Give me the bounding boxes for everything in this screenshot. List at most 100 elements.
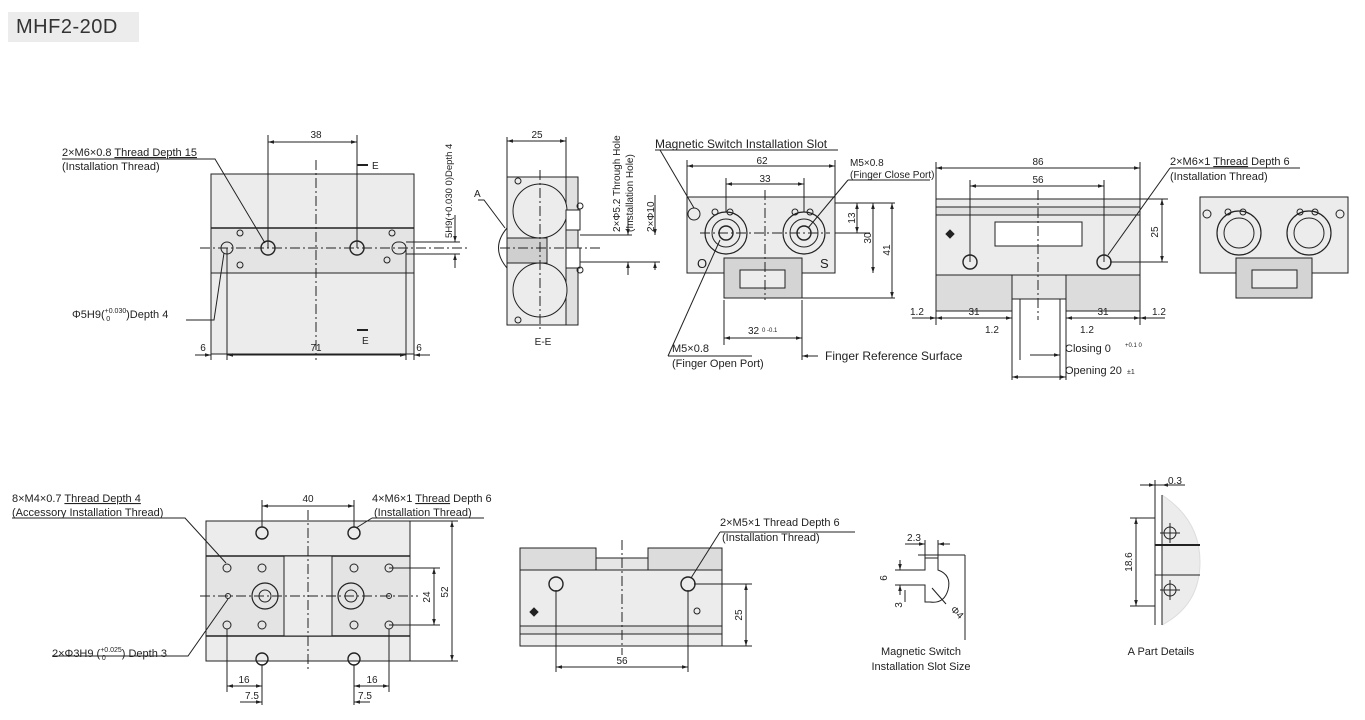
bottom-m6-note-d: (Installation Thread): [374, 507, 472, 519]
bottom-m4-note: 8×M4×0.7 Thread Depth 4: [12, 493, 141, 505]
part-a-caption: A Part Details: [1128, 646, 1195, 658]
dim-56-lower: 56: [616, 656, 628, 667]
dim-25-section: 25: [531, 130, 543, 141]
top-thread-note-1: 2×M6×0.8 Thread Depth 15: [62, 147, 197, 159]
part-a-detail: [1130, 480, 1201, 626]
top-phi-note-d: )Depth 4: [126, 309, 168, 321]
side-view: [912, 162, 1300, 380]
detail-a-mark: A: [474, 189, 481, 200]
top-thread-note-2: (Installation Thread): [62, 161, 160, 173]
dim-24: 24: [422, 591, 433, 603]
dim-6-slot: 6: [879, 575, 890, 581]
slot-caption-a: Magnetic Switch: [881, 646, 961, 658]
dim-1-2-d: 1.2: [1152, 307, 1166, 318]
top-thread-note-1b: Thread Depth 15: [114, 147, 197, 159]
dim-52: 52: [440, 586, 451, 598]
slot-size-detail: [895, 540, 966, 640]
lower-m5-note-a: 2×M5×1 Thread Depth 6: [720, 517, 840, 529]
slot-caption-b: Installation Slot Size: [871, 661, 970, 673]
dim-1-2-b: 1.2: [985, 325, 999, 336]
dim-30: 30: [863, 232, 874, 244]
top-phi-note-c: 0: [106, 316, 110, 323]
side-m6-note-d: (Installation Thread): [1170, 171, 1268, 183]
dim-closing-tol: +0.1 0: [1125, 343, 1143, 349]
top-view-rail: [210, 227, 415, 274]
dim-16-a: 16: [238, 675, 250, 686]
dim-7-5-a: 7.5: [245, 691, 259, 702]
top-view: [62, 135, 470, 360]
lower-side-view-text: 56 25 2×M5×1 Thread Depth 6 (Installatio…: [616, 517, 839, 667]
bottom-phi-note-c: 0: [102, 655, 106, 662]
dim-closing: Closing 0: [1065, 343, 1111, 355]
dim-32: 32: [748, 326, 760, 337]
top-thread-note-1a: 2×M6×0.8: [62, 147, 114, 159]
section-mark-e-bottom: E: [362, 336, 369, 347]
front-view: [655, 149, 930, 360]
bottom-view: [12, 500, 484, 705]
dim-1-2-a: 1.2: [910, 307, 924, 318]
dim-7-5-b: 7.5: [358, 691, 372, 702]
top-view-text: 38 71 6 6 E E 5H9(+0.030 0)Depth 4 2×M6×…: [62, 130, 455, 354]
port-label-o: O: [697, 256, 707, 271]
dim-40: 40: [302, 494, 314, 505]
dim-16-b: 16: [366, 675, 378, 686]
bottom-phi-note-a: 2×Φ3H9 (: [52, 648, 101, 660]
bottom-m6-note-b: Thread: [415, 493, 450, 505]
dim-25-lower: 25: [734, 609, 745, 621]
dim-6-left: 6: [200, 343, 206, 354]
dim-18-6: 18.6: [1124, 552, 1135, 572]
model-title-text: MHF2-20D: [16, 15, 118, 38]
bottom-phi-note-d: ) Depth 3: [122, 648, 167, 660]
dim-1-2-c: 1.2: [1080, 325, 1094, 336]
dim-25-side: 25: [1150, 226, 1161, 238]
dim-13: 13: [847, 212, 858, 224]
dim-31-b: 31: [1097, 307, 1109, 318]
label-switch-slot: Magnetic Switch Installation Slot: [655, 137, 828, 151]
dim-opening: Opening 20: [1065, 365, 1122, 377]
slot-size-text: 2.3 6 3 Φ4 Magnetic Switch Installation …: [871, 533, 970, 673]
bottom-m4-note-c: (Accessory Installation Thread): [12, 507, 163, 519]
bottom-m4-note-b: Thread Depth 4: [64, 493, 140, 505]
bottom-view-text: 40 24 52 16 7.5 16 7.5 8×M4×0.7 Thread D…: [12, 493, 492, 702]
dim-41: 41: [882, 244, 893, 256]
section-view-text: 25 2×Φ5.2 Through Hole (Installation Hol…: [474, 130, 657, 348]
bottom-m6-note-c: Depth 6: [450, 493, 492, 505]
side-m6-note-b: Thread: [1213, 156, 1248, 168]
top-phi-note-b: +0.030: [105, 308, 127, 315]
dim-56-side: 56: [1032, 175, 1044, 186]
dim-opening-tol: ±1: [1127, 369, 1135, 376]
dim-installation-hole: (Installation Hole): [625, 154, 636, 232]
lower-m5-note-b: (Installation Thread): [722, 532, 820, 544]
bottom-m6-note: 4×M6×1 Thread Depth 6: [372, 493, 492, 505]
dim-31-a: 31: [968, 307, 980, 318]
bottom-m4-note-a: 8×M4×0.7: [12, 493, 64, 505]
label-m5-close-b: (Finger Close Port): [850, 170, 934, 181]
section-view: [478, 137, 660, 330]
front-view-text: Magnetic Switch Installation Slot M5×0.8…: [655, 137, 963, 370]
side-m6-note-a: 2×M6×1: [1170, 156, 1213, 168]
model-title: MHF2-20D: [8, 12, 139, 42]
side-m6-note: 2×M6×1 Thread Depth 6: [1170, 156, 1290, 168]
dim-62: 62: [756, 156, 768, 167]
section-mark-e-top: E: [372, 161, 379, 172]
label-m5-open-b: (Finger Open Port): [672, 358, 764, 370]
section-ee-label: E-E: [535, 337, 552, 348]
dim-through-hole: 2×Φ5.2 Through Hole: [612, 135, 623, 232]
dim-71: 71: [310, 343, 322, 354]
dim-6-right: 6: [416, 343, 422, 354]
bottom-m6-note-a: 4×M6×1: [372, 493, 415, 505]
dim-33: 33: [759, 174, 771, 185]
label-finger-ref: Finger Reference Surface: [825, 349, 963, 363]
dim-2-3: 2.3: [907, 533, 921, 544]
top-phi-note-a: Φ5H9(: [72, 309, 105, 321]
side-m6-note-c: Depth 6: [1248, 156, 1290, 168]
dim-phi4: Φ4: [948, 604, 966, 622]
bottom-phi-note-b: +0.025: [100, 647, 122, 654]
dim-86: 86: [1032, 157, 1044, 168]
lower-side-view: [519, 531, 855, 672]
port-label-s: S: [820, 256, 829, 271]
dim-5h9-depth: 5H9(+0.030 0)Depth 4: [444, 144, 455, 238]
dim-32-tol: 0 -0.1: [762, 328, 778, 334]
